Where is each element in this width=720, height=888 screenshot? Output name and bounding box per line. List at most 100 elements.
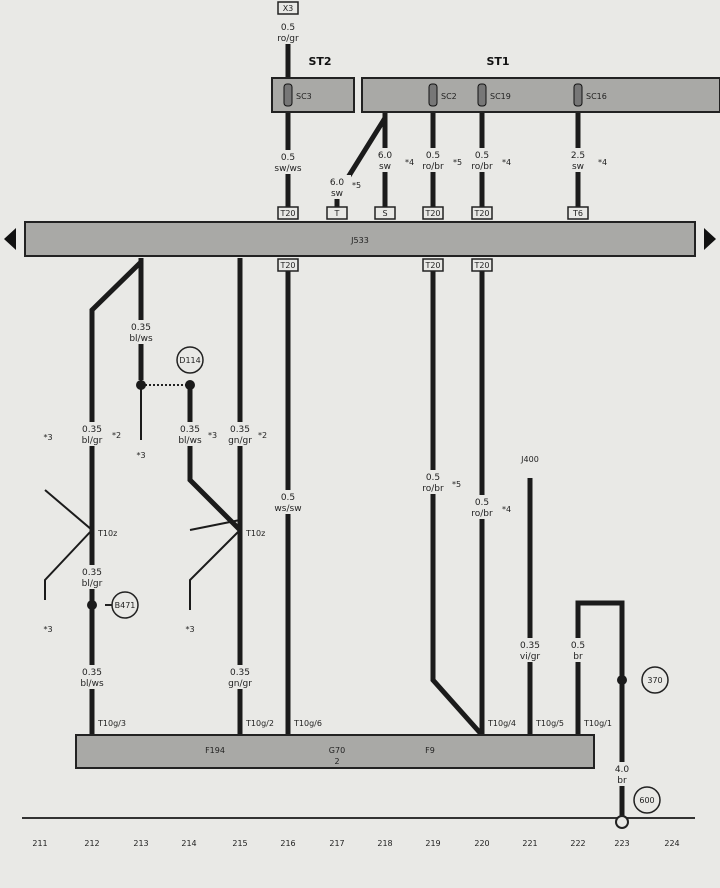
wire-label-bg	[274, 150, 302, 174]
pin-label: T10g/4	[487, 719, 516, 728]
connector-lower-2-label: T20	[473, 261, 489, 270]
column-number-221: 221	[522, 839, 537, 848]
connector-top-5	[567, 206, 589, 220]
st1-label: ST1	[486, 55, 509, 68]
wire-220-label-lower-gauge: 0.5	[475, 498, 489, 508]
wire-223-label-gauge: 4.0	[615, 765, 630, 775]
splice-node	[87, 600, 97, 610]
control-unit-j533	[24, 221, 696, 257]
connector-top-1-label: T	[334, 209, 340, 218]
note: *4	[502, 505, 511, 514]
wire-label-bg	[468, 148, 496, 172]
wire-label-bg	[78, 422, 106, 446]
wire-label-bg	[78, 665, 106, 689]
splice-b471-label: B471	[115, 601, 136, 610]
connector-t10z-b: T10z	[245, 529, 265, 538]
wire-218-label-gauge: 6.0	[378, 151, 393, 161]
wire-219-label-gauge: 0.5	[426, 151, 440, 161]
wire-220-label-gauge: 0.5	[475, 151, 489, 161]
wire-label-bg	[371, 148, 399, 172]
wire-212c-label-gauge: 0.35	[82, 668, 102, 678]
ground-600	[633, 786, 661, 814]
note: *3	[43, 625, 52, 634]
wire-214	[187, 385, 242, 532]
note: *4	[405, 158, 414, 167]
wire-x3-label-gauge: 0.5	[281, 23, 295, 33]
splice-370-label: 370	[647, 676, 662, 685]
wire-217-label-gauge: 6.0	[330, 178, 345, 188]
note: *2	[112, 431, 121, 440]
pin-label: T10g/5	[535, 719, 564, 728]
wire-221-label-color: vi/gr	[520, 652, 541, 662]
sensor-g70: G70	[329, 746, 345, 755]
wire-219-label-lower-color: ro/br	[422, 484, 444, 494]
connector-lower-2	[471, 258, 493, 272]
note: *5	[453, 158, 462, 167]
connector-lower-0	[277, 258, 299, 272]
column-number-220: 220	[474, 839, 489, 848]
connector-j400: J400	[520, 455, 539, 464]
pin-label: T10g/1	[583, 719, 612, 728]
fuse-sc19-label: SC19	[490, 92, 511, 101]
note: *2	[258, 431, 267, 440]
fuse-holder-st1	[361, 77, 720, 113]
wire-215-label-gauge: 0.35	[230, 425, 250, 435]
connector-top-4	[471, 206, 493, 220]
wire-label-bg	[176, 422, 204, 446]
splice-d114-label: D114	[179, 356, 200, 365]
wire-label-bg	[564, 148, 592, 172]
wire-213-label-gauge: 0.35	[131, 323, 151, 333]
wire-label-bg	[608, 762, 636, 786]
wire-label-bg	[323, 175, 351, 199]
note: *3	[43, 433, 52, 442]
wire-213-label-color: bl/ws	[129, 334, 153, 344]
wire-215b-label-color: gn/gr	[228, 679, 252, 689]
wire-219	[430, 268, 484, 737]
control-unit-label: J533	[350, 236, 369, 245]
wire-label-bg	[516, 638, 544, 662]
connector-t10z-a: T10z	[97, 529, 117, 538]
connector-x3-label: X3	[283, 4, 294, 13]
connector-top-5-label: T6	[572, 209, 583, 218]
sensor-unit-sub: 2	[334, 757, 339, 766]
pin-label: T10g/3	[97, 719, 126, 728]
wire-label-bg	[419, 148, 447, 172]
wire-label-bg	[226, 422, 254, 446]
sensor-f9: F9	[425, 746, 435, 755]
wire-label-bg	[564, 638, 592, 662]
connector-top-3-label: T20	[424, 209, 440, 218]
splice-node	[617, 675, 627, 685]
column-number-217: 217	[329, 839, 344, 848]
wire-212b-label-gauge: 0.35	[82, 568, 102, 578]
column-number-218: 218	[377, 839, 392, 848]
column-number-211: 211	[32, 839, 47, 848]
fuse-sc2-icon	[428, 83, 438, 107]
shield-215	[189, 529, 241, 610]
wire-222-223	[575, 600, 625, 818]
column-number-212: 212	[84, 839, 99, 848]
column-number-216: 216	[280, 839, 295, 848]
wire-label-bg	[78, 565, 106, 589]
wire-220-label-color: ro/br	[471, 162, 493, 172]
connector-top-4-label: T20	[473, 209, 489, 218]
column-number-222: 222	[570, 839, 585, 848]
note: *3	[185, 625, 194, 634]
splice-d114	[176, 346, 204, 374]
note: *3	[208, 431, 217, 440]
wire-212	[89, 260, 143, 735]
wire-219-label-lower-gauge: 0.5	[426, 473, 440, 483]
column-number-214: 214	[181, 839, 196, 848]
wire-216-label-gauge: 0.5	[281, 153, 295, 163]
wire-223-label-color: br	[617, 776, 627, 786]
wire-222-label-gauge: 2.5	[571, 151, 585, 161]
connector-top-0-label: T20	[279, 209, 295, 218]
wire-label-bg	[274, 20, 302, 44]
connector-top-2-label: S	[382, 209, 387, 218]
wire-216-label-lower-gauge: 0.5	[281, 493, 295, 503]
fuse-sc3-label: SC3	[296, 92, 312, 101]
sensor-unit	[75, 734, 595, 769]
wire-218-label-color: sw	[379, 162, 391, 172]
wire-212c-label-color: bl/ws	[80, 679, 104, 689]
connector-lower-1	[422, 258, 444, 272]
wire-215b-label-gauge: 0.35	[230, 668, 250, 678]
